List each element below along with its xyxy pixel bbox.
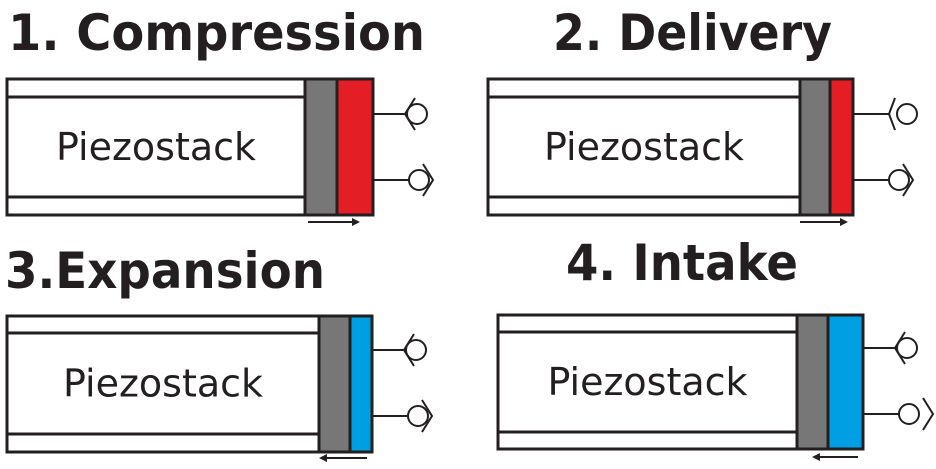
valve-ball-icon (896, 103, 918, 125)
pump-chamber (826, 313, 865, 451)
valve-seat-icon (902, 163, 915, 197)
valve-seat-icon (403, 97, 416, 131)
bottom-check-valve (863, 397, 935, 431)
pump-chamber (348, 314, 374, 454)
top-check-valve (372, 333, 427, 367)
valve-ball-icon (898, 403, 920, 425)
piston (798, 77, 832, 217)
valve-ball-icon (405, 339, 427, 361)
bottom-check-valve (372, 399, 434, 433)
pump-cylinder: Piezostack (5, 77, 435, 226)
cylinder-frame (486, 77, 855, 217)
piston (303, 77, 339, 217)
piezostack-label: Piezostack (544, 125, 744, 169)
stage-delivery: 2. Delivery Piezostack (486, 4, 918, 226)
top-check-valve (853, 97, 918, 131)
valve-seat-icon (922, 397, 935, 431)
cylinder-frame (5, 314, 374, 454)
bottom-check-valve (373, 163, 435, 197)
stage-title: 3.Expansion (5, 242, 325, 300)
valve-seat-icon (402, 333, 415, 367)
stage-title: 2. Delivery (553, 4, 832, 62)
stage-expansion: 3.Expansion Piezostack (5, 242, 434, 462)
stage-title: 4. Intake (566, 234, 798, 292)
pump-cylinder: Piezostack (486, 77, 918, 226)
pump-chamber (828, 77, 855, 217)
pump-cylinder: Piezostack (496, 313, 935, 461)
valve-ball-icon (888, 169, 910, 191)
piezostack-label: Piezostack (56, 125, 256, 169)
valve-seat-icon (893, 331, 906, 365)
valve-seat-icon (422, 163, 435, 197)
top-check-valve (373, 97, 428, 131)
valve-ball-icon (406, 103, 428, 125)
piston (795, 313, 830, 451)
stage-compression: 1. Compression Piezostack (5, 4, 435, 226)
top-check-valve (863, 331, 918, 365)
pump-cylinder: Piezostack (5, 314, 434, 462)
valve-ball-icon (896, 337, 918, 359)
pump-chamber (335, 77, 375, 217)
valve-ball-icon (408, 169, 430, 191)
valve-seat-icon (421, 399, 434, 433)
piezostack-label: Piezostack (547, 360, 747, 404)
stage-title: 1. Compression (8, 4, 425, 62)
piezostack-label: Piezostack (63, 362, 263, 406)
piston (317, 314, 352, 454)
valve-seat-icon (887, 97, 896, 131)
bottom-check-valve (853, 163, 915, 197)
stage-intake: 4. Intake Piezostack (496, 234, 935, 461)
valve-ball-icon (407, 405, 429, 427)
